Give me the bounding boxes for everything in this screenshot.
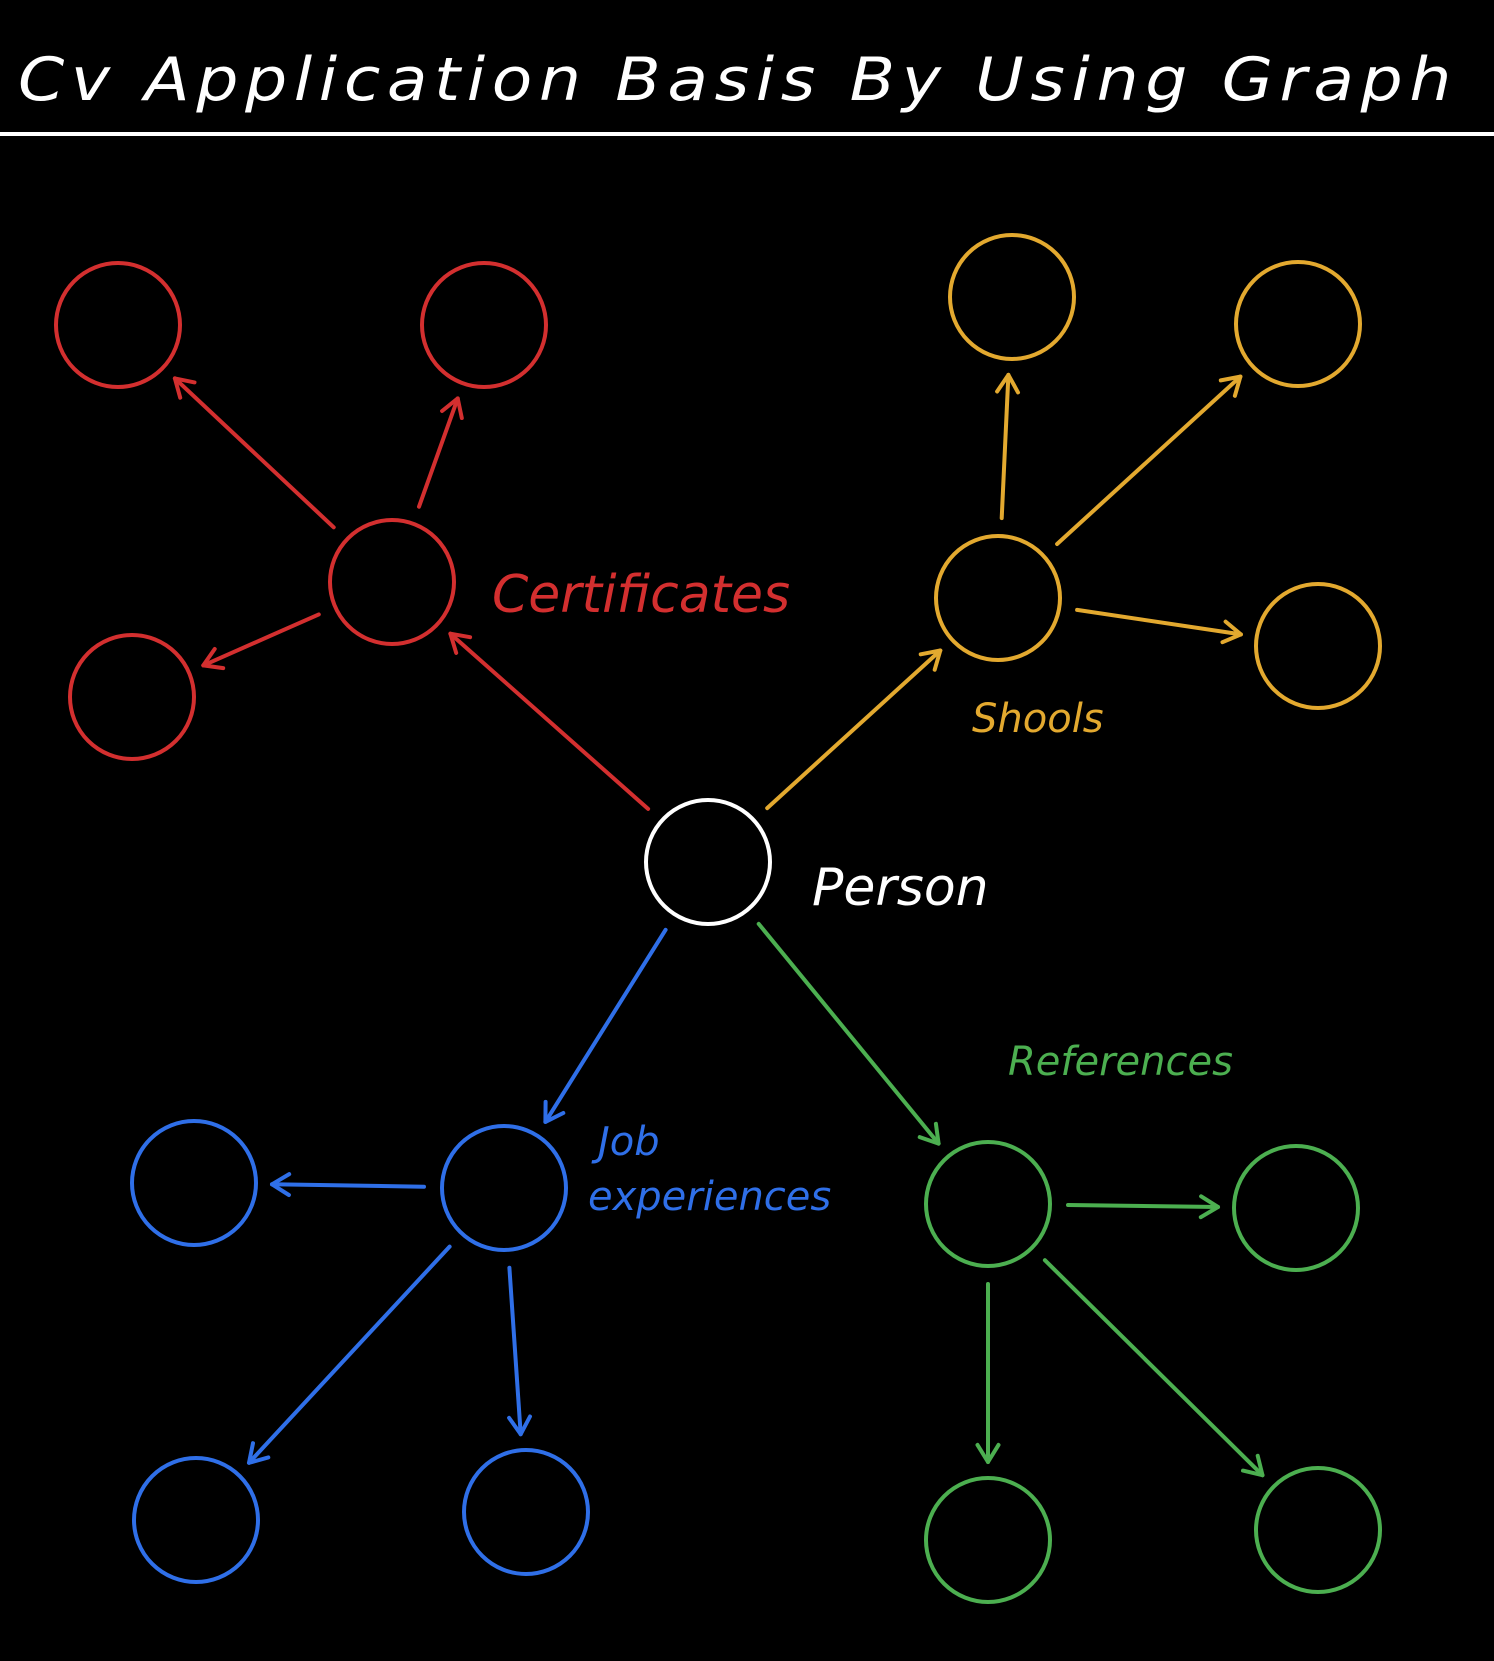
edge-person-to-schools xyxy=(765,648,943,811)
node-certificates xyxy=(328,518,456,646)
edges-layer xyxy=(172,372,1265,1478)
edge-line xyxy=(247,1244,452,1465)
arrowhead xyxy=(1218,374,1243,398)
edge-line xyxy=(172,376,336,530)
node-job-child-1 xyxy=(130,1119,258,1247)
edge-line xyxy=(507,1265,523,1437)
edge-line xyxy=(543,927,668,1124)
edge-line xyxy=(1066,1203,1220,1209)
edge-line xyxy=(417,396,460,509)
edge-schools-to-school-child-3 xyxy=(1075,607,1243,645)
edge-certificates-to-cert-child-2 xyxy=(417,396,464,509)
edge-line xyxy=(999,372,1011,521)
edge-line xyxy=(1055,374,1243,546)
arrowhead xyxy=(172,376,197,400)
job-experiences-label-line2: experiences xyxy=(588,1174,831,1220)
edge-line xyxy=(1075,607,1243,637)
edge-references-to-ref-child-1 xyxy=(1066,1194,1220,1220)
edge-schools-to-school-child-1 xyxy=(995,372,1020,521)
references-label: References xyxy=(1008,1039,1233,1085)
node-job-child-3 xyxy=(462,1448,590,1576)
arrowhead xyxy=(1198,1194,1220,1220)
edge-job-experiences-to-job-child-2 xyxy=(247,1244,452,1465)
edge-line xyxy=(765,648,943,811)
node-school-child-2 xyxy=(1234,260,1362,388)
arrowhead xyxy=(543,1099,566,1124)
node-ref-child-1 xyxy=(1232,1144,1360,1272)
arrowhead xyxy=(995,372,1020,395)
edge-schools-to-school-child-2 xyxy=(1055,374,1243,546)
node-cert-child-3 xyxy=(68,633,196,761)
edge-line xyxy=(756,921,941,1146)
node-ref-child-3 xyxy=(1254,1466,1382,1594)
certificates-label: Certificates xyxy=(492,565,790,625)
arrowhead xyxy=(975,1442,1001,1464)
arrowhead xyxy=(201,647,226,671)
schools-label: Shools xyxy=(972,696,1104,742)
edge-references-to-ref-child-3 xyxy=(1042,1258,1265,1478)
arrowhead xyxy=(507,1414,532,1437)
edge-line xyxy=(1042,1258,1265,1478)
person-label: Person xyxy=(812,858,989,918)
node-schools xyxy=(934,534,1062,662)
arrowhead xyxy=(918,648,943,672)
node-school-child-3 xyxy=(1254,582,1382,710)
arrowhead xyxy=(247,1441,271,1465)
edge-line xyxy=(201,612,321,668)
node-references xyxy=(924,1140,1052,1268)
edge-person-to-job-experiences xyxy=(543,927,668,1124)
node-job-experiences xyxy=(440,1124,568,1252)
edge-certificates-to-cert-child-3 xyxy=(201,612,321,671)
edge-references-to-ref-child-2 xyxy=(975,1282,1001,1464)
arrowhead xyxy=(270,1172,292,1197)
edge-line xyxy=(448,631,651,811)
node-cert-child-2 xyxy=(420,261,548,389)
node-person xyxy=(644,798,772,926)
edge-job-experiences-to-job-child-1 xyxy=(270,1172,426,1197)
job-experiences-label-line1: Job xyxy=(591,1119,660,1165)
node-cert-child-1 xyxy=(54,261,182,389)
arrowhead xyxy=(448,631,473,655)
diagram-title: Cv Application Basis By Using Graph xyxy=(18,45,1458,115)
edge-person-to-certificates xyxy=(448,631,651,811)
arrowhead xyxy=(440,396,464,420)
nodes-layer xyxy=(54,233,1382,1604)
edge-person-to-references xyxy=(756,921,941,1146)
arrowhead xyxy=(1241,1453,1265,1478)
edge-line xyxy=(270,1182,426,1189)
node-ref-child-2 xyxy=(924,1476,1052,1604)
edge-certificates-to-cert-child-1 xyxy=(172,376,336,530)
edge-job-experiences-to-job-child-3 xyxy=(507,1265,532,1437)
node-job-child-2 xyxy=(132,1456,260,1584)
arrowhead xyxy=(1220,619,1243,645)
arrowhead xyxy=(917,1121,941,1146)
node-school-child-1 xyxy=(948,233,1076,361)
